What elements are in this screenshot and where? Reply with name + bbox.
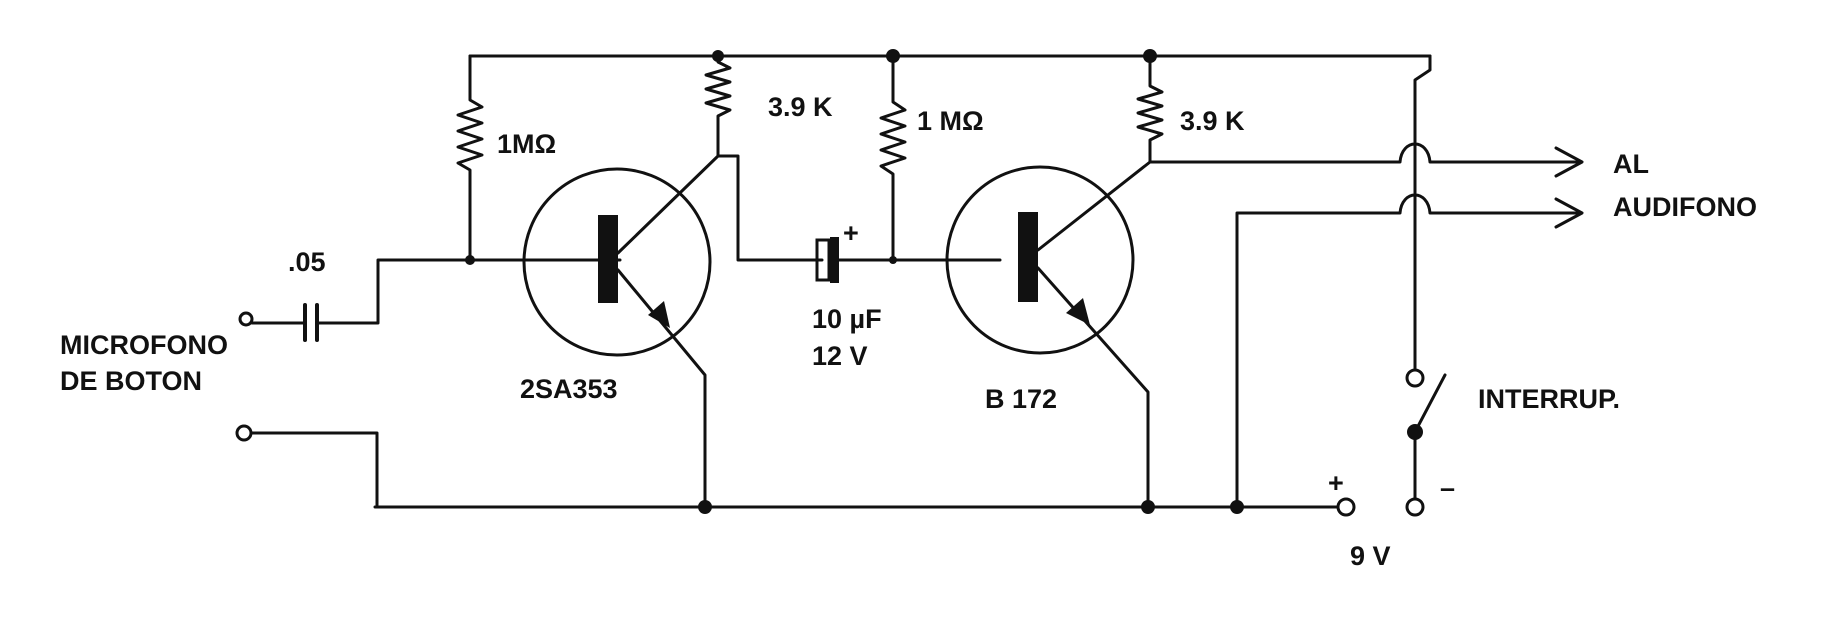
capacitor-to-base-wire [315,258,622,325]
junction-q1-emitter [698,500,712,514]
resistor-r3 [879,54,907,262]
label-battery-voltage: 9 V [1350,541,1391,571]
transistor-q2 [945,160,1152,509]
label-r4: 3.9 K [1180,106,1245,136]
label-cap-voltage: 12 V [812,341,868,371]
output-arrow-1 [1554,146,1584,178]
mic-terminal-top[interactable] [238,311,254,327]
label-r1: 1MΩ [497,129,556,159]
battery-terminal-plus[interactable] [1336,497,1356,517]
label-microphone-line2: DE BOTON [60,366,202,396]
junction-q2-emitter [1141,500,1155,514]
label-switch: INTERRUP. [1478,384,1620,414]
junction-r4-top [1143,49,1157,63]
switch-terminal-top[interactable] [1405,368,1425,388]
battery-terminal-minus[interactable] [1405,497,1425,517]
switch-supply-wire [1413,54,1432,370]
junction-output-ground [1230,500,1244,514]
label-q1: 2SA353 [520,374,618,404]
label-output-line1: AL [1613,149,1649,179]
output-wire-2[interactable] [1235,193,1582,509]
label-cap-plus: + [843,218,859,248]
transistor-q1 [522,154,824,509]
label-output-line2: AUDIFONO [1613,192,1757,222]
switch-lever[interactable] [1413,373,1447,434]
label-q2: B 172 [985,384,1057,414]
switch-pivot [1407,424,1423,440]
resistor-r1 [456,54,484,262]
label-r2: 3.9 K [768,92,833,122]
output-arrow-2 [1554,197,1584,229]
label-microphone-line1: MICROFONO [60,330,228,360]
resistor-r2 [704,54,732,158]
label-r3: 1 MΩ [917,106,984,136]
junction-r1-base [465,255,475,265]
junction-r2-top [712,50,724,62]
resistor-r4 [1136,54,1164,164]
coupling-capacitor [815,237,839,283]
label-cap-input: .05 [288,247,326,277]
mic-terminal-bottom[interactable] [235,424,253,442]
input-capacitor [303,303,319,342]
label-cap-value: 10 µF [812,304,882,334]
mic-ground-wire [249,431,379,507]
output-wire-1[interactable] [1148,142,1582,164]
label-battery-plus: + [1328,468,1344,498]
junction-r3-top [886,49,900,63]
label-battery-minus: – [1440,473,1455,503]
